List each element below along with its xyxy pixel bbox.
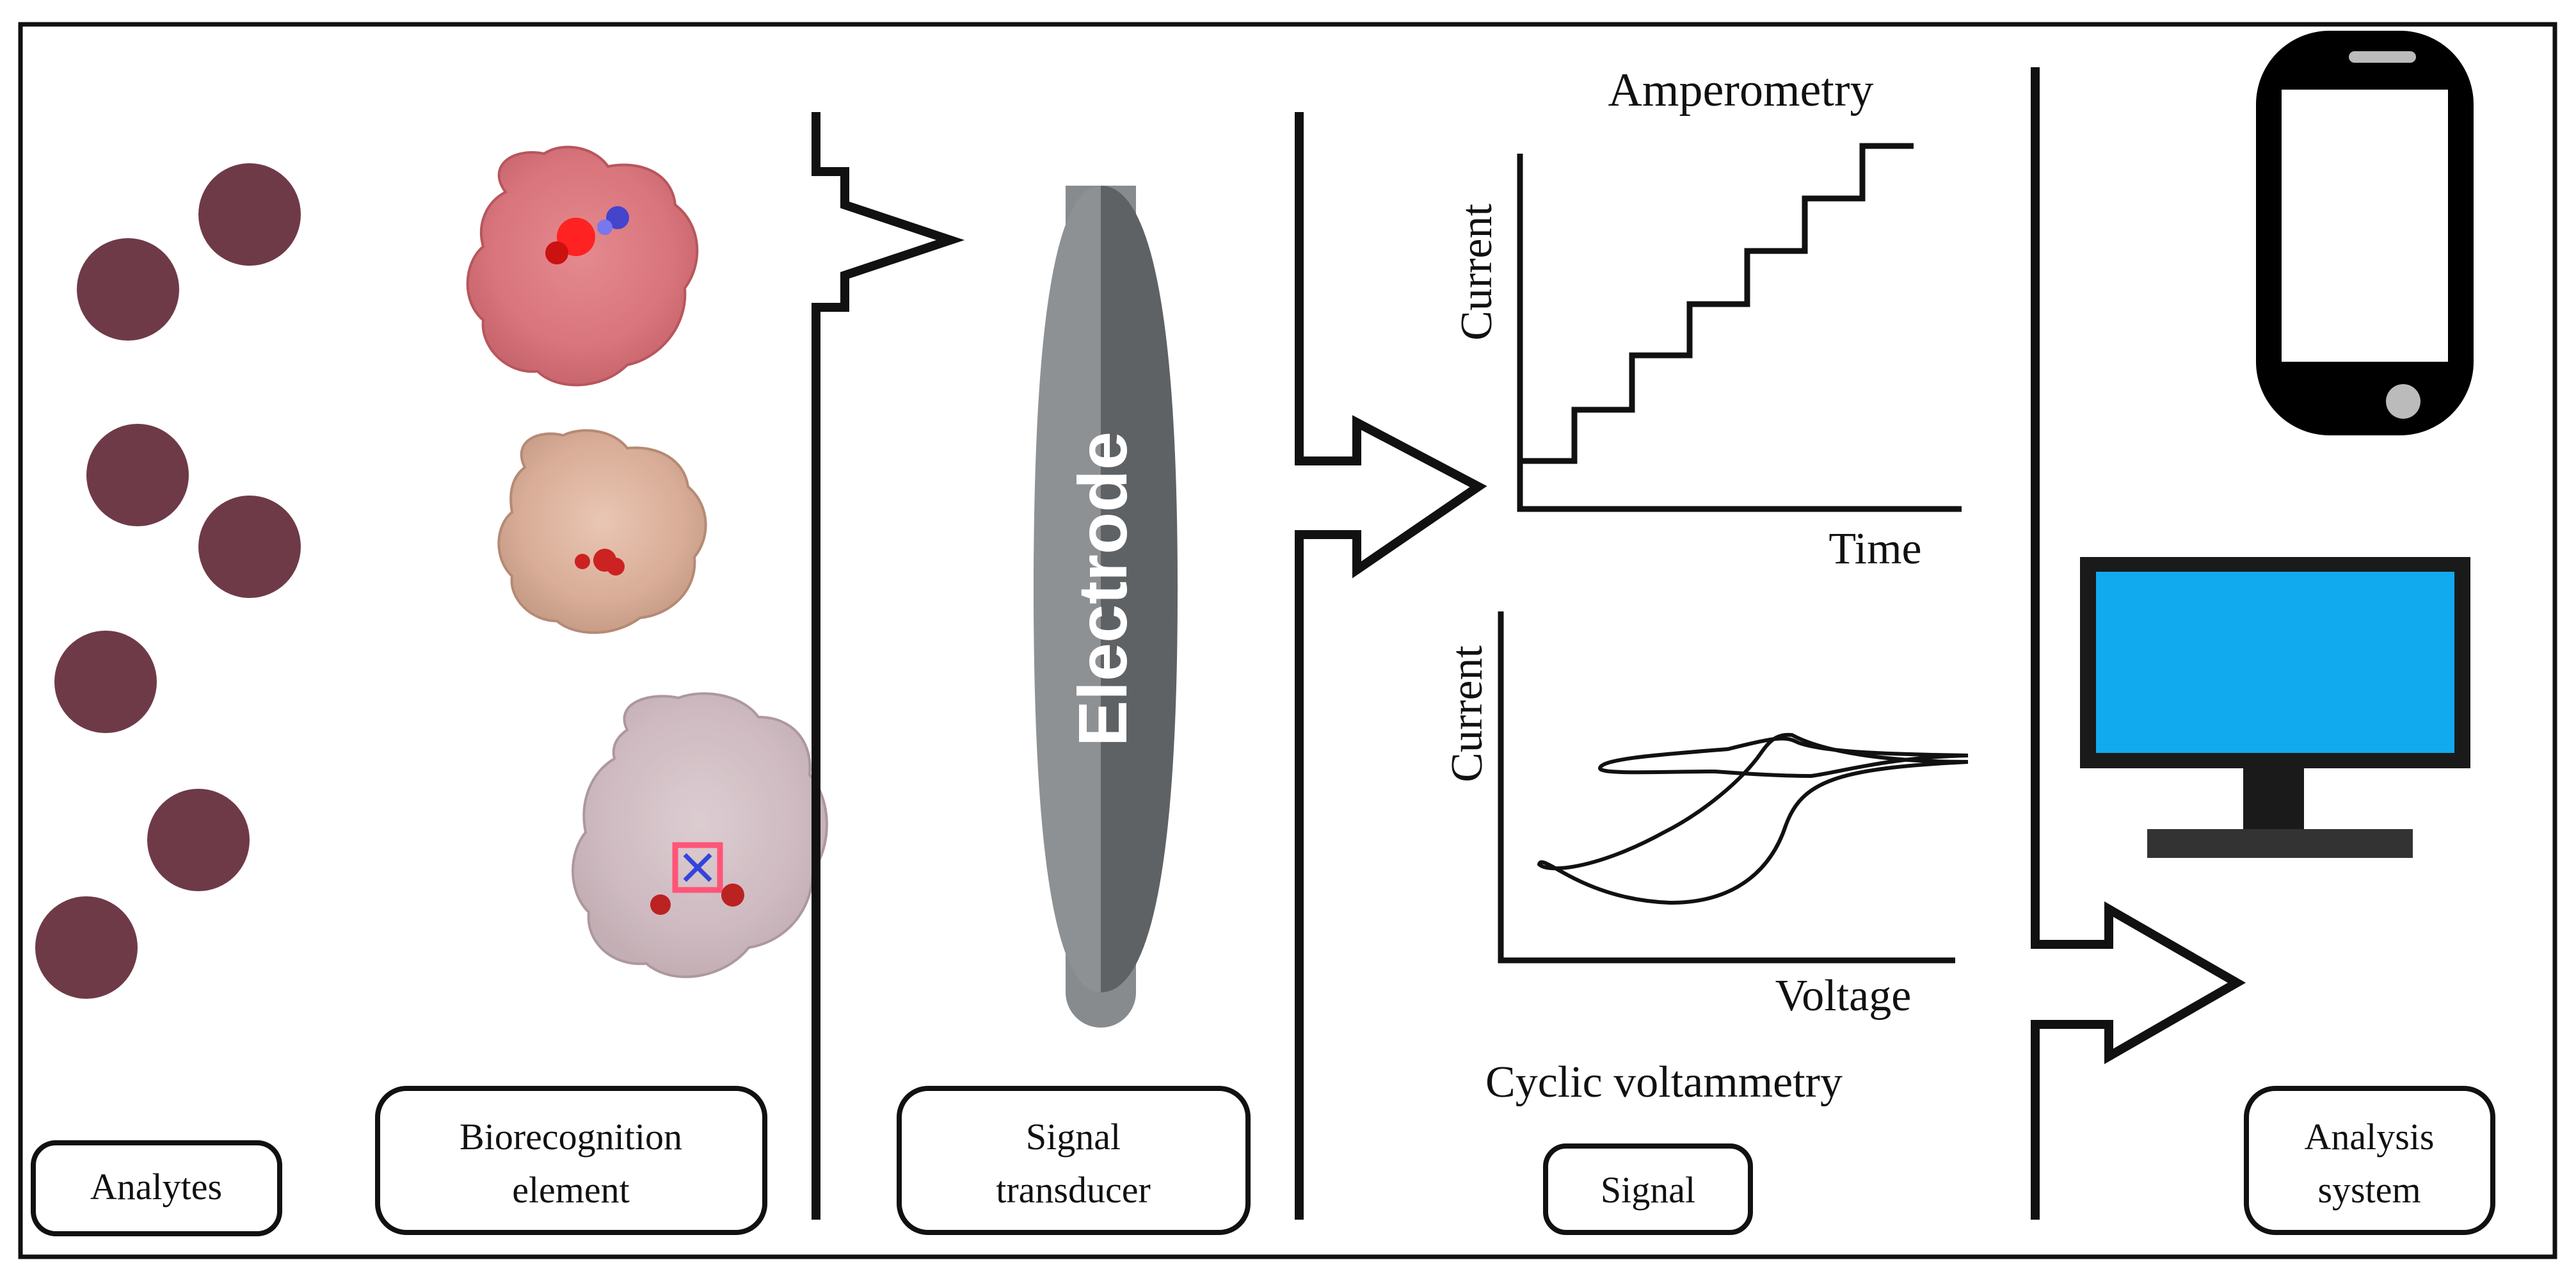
electrode-label: Electrode: [1064, 432, 1141, 747]
arrow-to-analysis: [2031, 67, 2246, 1220]
svg-text:Analysis: Analysis: [2305, 1116, 2435, 1158]
arrow-to-transducer: [812, 112, 965, 1220]
label-signal-transducer: Signal transducer: [897, 1086, 1251, 1235]
voltammetry-title: Cyclic voltammetry: [1485, 1058, 1843, 1107]
amperometry-staircase: [1520, 143, 1914, 464]
label-biorecognition-element: Biorecognition element: [375, 1086, 767, 1235]
amperometry-ylabel: Current: [1452, 204, 1501, 341]
label-analysis-system: Analysis system: [2244, 1086, 2495, 1235]
label-signal: Signal: [1543, 1143, 1753, 1235]
enzyme-3: [572, 692, 828, 978]
svg-text:Signal: Signal: [1601, 1169, 1695, 1211]
amperometry-title: Amperometry: [1608, 64, 1873, 117]
analyte-particle: [35, 896, 138, 999]
monitor-icon: [2080, 557, 2470, 858]
analyte-particle: [198, 496, 301, 598]
voltammetry-ylabel: Current: [1443, 645, 1492, 782]
svg-text:element: element: [512, 1169, 630, 1211]
label-analytes: Analytes: [31, 1140, 282, 1236]
voltammetry-chart: Current Voltage Cyclic voltammetry: [1443, 611, 1969, 1107]
svg-text:transducer: transducer: [996, 1169, 1151, 1211]
analyte-particle: [86, 424, 189, 526]
analyte-particle: [54, 631, 157, 733]
amperometry-chart: Amperometry Current Time: [1452, 64, 1962, 574]
arrow-to-signal: [1295, 112, 1487, 1220]
electrode: Electrode: [1034, 186, 1178, 1028]
voltammetry-xlabel: Voltage: [1775, 971, 1912, 1021]
svg-text:Biorecognition: Biorecognition: [460, 1116, 682, 1158]
enzyme-1: [466, 145, 699, 387]
voltammogram-loop-1: [1537, 732, 1969, 905]
svg-text:Analytes: Analytes: [90, 1166, 222, 1207]
analyte-particle: [147, 789, 250, 891]
smartphone-icon: [2256, 31, 2474, 435]
enzyme-2: [497, 429, 707, 634]
svg-text:system: system: [2317, 1169, 2420, 1211]
svg-text:Signal: Signal: [1026, 1116, 1121, 1158]
amperometry-axes: [1517, 154, 1962, 512]
voltammetry-axes: [1498, 611, 1955, 964]
amperometry-xlabel: Time: [1828, 524, 1921, 574]
voltammogram-loop-2: [1597, 736, 1969, 779]
analyte-particle: [198, 163, 301, 266]
analytes-group: [35, 163, 301, 999]
analyte-particle: [77, 238, 179, 341]
